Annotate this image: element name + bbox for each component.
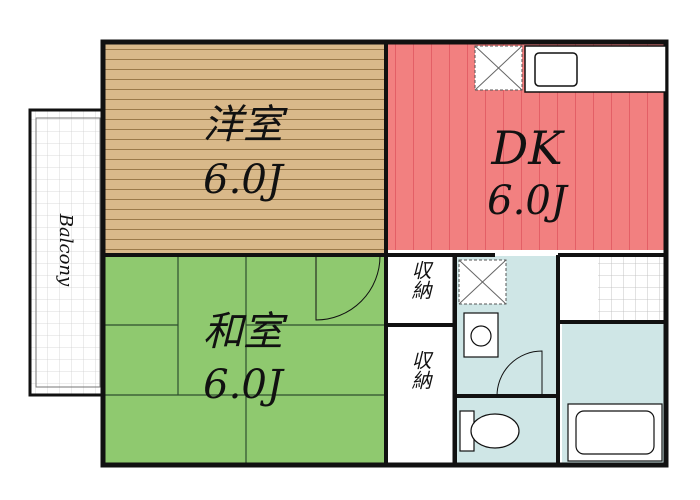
storage-upper-label: 収納 xyxy=(408,260,432,300)
svg-text:6.0J: 6.0J xyxy=(203,157,285,203)
door-swings xyxy=(315,255,543,397)
svg-text:洋室: 洋室 xyxy=(203,102,288,148)
washroom-fixtures xyxy=(458,259,507,358)
tile-area xyxy=(598,256,666,320)
balcony-label: Balcony xyxy=(55,213,76,287)
storage-lower xyxy=(386,324,454,466)
toilet-fixture xyxy=(459,410,520,452)
label-western: 洋室 6.0J xyxy=(203,102,288,203)
storage-lower-label: 収納 xyxy=(408,350,432,390)
balcony: Balcony xyxy=(28,108,104,397)
svg-text:6.0J: 6.0J xyxy=(203,362,285,408)
bathtub xyxy=(567,403,663,462)
svg-text:和室: 和室 xyxy=(203,309,288,355)
svg-text:6.0J: 6.0J xyxy=(487,178,569,224)
room-japanese xyxy=(103,256,386,465)
outer-walls xyxy=(100,39,669,468)
label-dk: DK 6.0J xyxy=(487,121,569,224)
label-japanese: 和室 6.0J xyxy=(203,309,288,408)
svg-text:DK: DK xyxy=(490,121,565,175)
room-western xyxy=(103,42,386,254)
kitchen-fixtures xyxy=(474,45,667,93)
internal-walls xyxy=(103,42,666,465)
